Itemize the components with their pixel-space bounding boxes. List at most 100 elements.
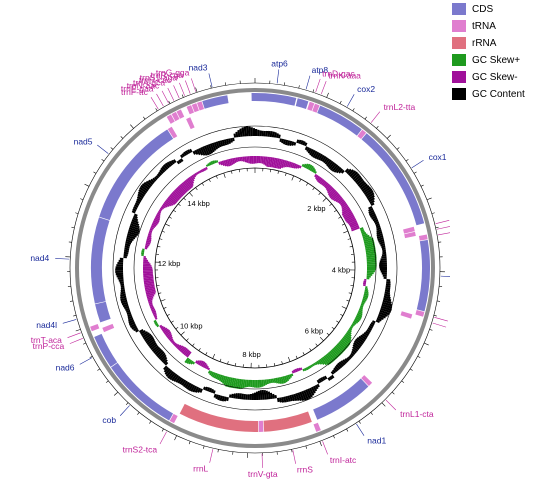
gc-content-bin	[382, 274, 387, 277]
gc-skew-minus-bin	[170, 193, 179, 202]
gc-skew-minus-bin	[264, 156, 268, 166]
gc-content-bin	[128, 321, 136, 326]
gc-skew-minus-bin	[178, 345, 184, 351]
gc-skew-minus-bin	[145, 290, 156, 295]
gc-content-bin	[309, 387, 315, 396]
gc-content-bin	[116, 274, 124, 278]
gc-skew-minus-bin	[145, 287, 156, 292]
gc-content-bin	[230, 393, 234, 399]
gc-skew-minus-bin	[338, 198, 345, 204]
gc-skew-minus-bin	[288, 161, 292, 168]
gc-content-bin	[194, 149, 199, 155]
gc-skew-minus-bin	[147, 235, 152, 238]
gc-content-bin	[119, 257, 124, 261]
leader-trny-tac	[435, 220, 450, 224]
gc-content-bin	[379, 309, 390, 316]
gc-content-bin	[357, 180, 365, 187]
gc-content-bin	[379, 266, 387, 269]
gc-content-bin	[162, 359, 168, 365]
gc-content-bin	[368, 211, 376, 216]
gc-skew-minus-bin	[266, 156, 270, 167]
gc-content-bin	[354, 176, 363, 184]
leader-nad6	[79, 357, 93, 365]
feature-nad5	[99, 129, 174, 221]
gc-skew-plus-bin	[329, 350, 338, 360]
gc-skew-plus-bin	[362, 298, 367, 302]
legend-label-rrna: rRNA	[472, 37, 497, 49]
legend-swatch-rrna	[452, 37, 466, 49]
gc-skew-minus-bin	[143, 279, 154, 283]
feature-trnn-aac	[171, 111, 180, 122]
gc-skew-plus-bin	[209, 370, 213, 376]
gc-skew-minus-bin	[364, 278, 367, 281]
gc-content-bin	[369, 323, 374, 328]
feature-cox2	[317, 105, 362, 136]
gc-content-bin	[233, 393, 236, 399]
gc-skew-plus-bin	[220, 375, 225, 383]
gc-skew-minus-bin	[247, 156, 251, 164]
gc-skew-plus-bin	[325, 354, 333, 364]
outer-tick	[110, 147, 114, 150]
gc-content-bin	[279, 397, 283, 403]
outer-tick	[83, 342, 87, 345]
inner-tick	[299, 179, 302, 182]
feature-rrns	[263, 411, 312, 432]
gc-skew-minus-bin	[233, 157, 237, 164]
gc-skew-minus-bin	[143, 263, 151, 266]
outer-tick	[433, 314, 437, 317]
gc-skew-minus-bin	[253, 156, 255, 164]
outer-tick	[101, 159, 105, 162]
gc-content-bin	[152, 177, 157, 182]
gc-skew-plus-bin	[215, 373, 220, 380]
gc-skew-plus-bin	[248, 379, 251, 387]
leader-cox1	[411, 160, 424, 169]
gc-content-bin	[360, 334, 367, 340]
gc-skew-plus-bin	[345, 332, 352, 337]
gc-skew-minus-bin	[181, 182, 190, 192]
gc-content-bin	[245, 394, 248, 400]
scale-label-6-kbp: 6 kbp	[305, 327, 323, 336]
gc-skew-minus-bin	[169, 194, 178, 203]
feature-trny-tac	[403, 226, 415, 234]
feature-trna-gca	[176, 109, 185, 119]
inner-tick	[219, 358, 222, 362]
outer-tick	[125, 402, 129, 406]
gc-content-bin	[123, 253, 128, 257]
leader-trnl2-tta	[370, 111, 381, 123]
gc-content-bin	[257, 129, 260, 137]
gc-skew-plus-bin	[290, 373, 294, 377]
gc-skew-plus-bin	[275, 377, 279, 384]
leader-nad4l	[62, 319, 77, 324]
inner-tick	[285, 172, 287, 176]
gc-skew-minus-bin	[170, 339, 175, 344]
gc-skew-plus-bin	[336, 343, 346, 352]
label-atp6: atp6	[271, 58, 288, 68]
gc-content-bin	[378, 239, 385, 243]
gc-skew-minus-bin	[298, 367, 301, 371]
gc-skew-plus-bin	[366, 270, 375, 273]
gc-content-bin	[263, 130, 266, 137]
gc-skew-plus-bin	[307, 366, 311, 370]
gc-skew-minus-bin	[277, 158, 282, 169]
gc-content-bin	[366, 192, 375, 199]
inner-tick	[166, 313, 170, 316]
gc-skew-minus-bin	[176, 187, 185, 196]
label-trnd-gac: trnD-gac	[322, 68, 355, 78]
outer-tick	[370, 412, 373, 415]
gc-content-bin	[379, 268, 387, 271]
gc-skew-minus-bin	[221, 160, 225, 166]
gc-skew-plus-bin	[365, 247, 376, 251]
gc-content-bin	[122, 303, 129, 308]
gc-content-bin	[168, 160, 174, 166]
gc-skew-minus-bin	[316, 176, 322, 183]
gc-content-bin	[179, 158, 184, 163]
gc-skew-minus-bin	[146, 294, 155, 299]
gc-content-bin	[312, 385, 318, 392]
gc-skew-minus-bin	[321, 180, 326, 186]
gc-content-bin	[347, 355, 352, 360]
gc-skew-plus-bin	[362, 296, 368, 300]
leader-trns1-aga	[179, 82, 185, 96]
gc-skew-plus-bin	[363, 293, 369, 297]
gc-content-bin	[361, 333, 368, 339]
feature-atp6b	[255, 93, 297, 106]
